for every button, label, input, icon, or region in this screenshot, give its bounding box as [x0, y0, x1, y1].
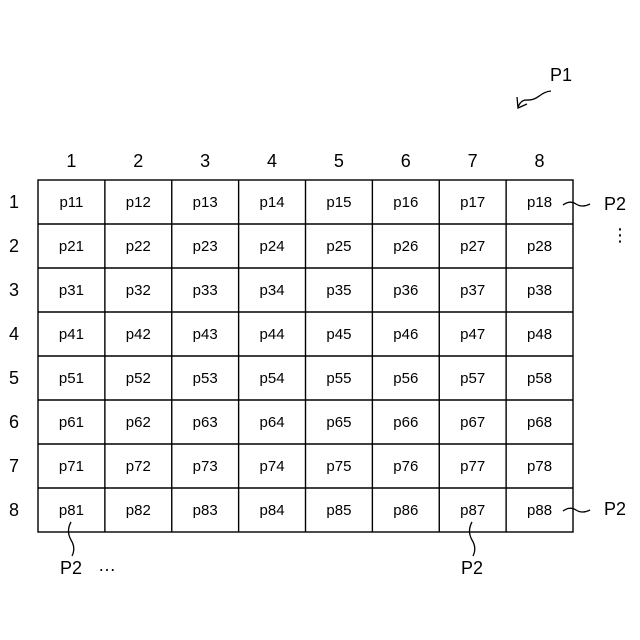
- grid-cell-label: p76: [393, 458, 418, 475]
- grid-cell-label: p24: [260, 238, 285, 255]
- grid-cell-label: p48: [527, 326, 552, 343]
- grid-cell-label: p66: [393, 414, 418, 431]
- grid-cell-label: p85: [326, 502, 351, 519]
- grid-cell-label: p68: [527, 414, 552, 431]
- figure-leader-arrow: [518, 91, 551, 107]
- column-label: 8: [535, 151, 545, 171]
- horizontal-ellipsis: …: [98, 555, 116, 575]
- column-label: 7: [468, 151, 478, 171]
- grid-cell-label: p73: [193, 458, 218, 475]
- grid-cell-label: p45: [326, 326, 351, 343]
- column-label: 5: [334, 151, 344, 171]
- grid-cell-label: p12: [126, 194, 151, 211]
- grid-cell-label: p37: [460, 282, 485, 299]
- grid-cell-label: p11: [59, 194, 83, 211]
- figure-label-p1: P1: [550, 65, 572, 85]
- row-label: 8: [9, 500, 19, 520]
- row-label: 2: [9, 236, 19, 256]
- callout-label-p88: P2: [604, 499, 626, 519]
- callout-label-p18: P2: [604, 194, 626, 214]
- grid-cell-label: p72: [126, 458, 151, 475]
- row-label: 6: [9, 412, 19, 432]
- grid-cell-label: p63: [193, 414, 218, 431]
- grid-cell-label: p47: [460, 326, 485, 343]
- grid-cell-label: p31: [59, 282, 84, 299]
- grid-cell-label: p53: [193, 370, 218, 387]
- callout-label-p81: P2: [60, 558, 82, 578]
- grid-cell-label: p83: [193, 502, 218, 519]
- grid-cell-label: p22: [126, 238, 151, 255]
- vertical-ellipsis: ⋮: [611, 225, 629, 245]
- grid-cell-label: p38: [527, 282, 552, 299]
- grid-cell-label: p17: [460, 194, 485, 211]
- grid-cell-label: p51: [59, 370, 84, 387]
- column-label: 4: [267, 151, 277, 171]
- callout-leader-p81: [69, 522, 74, 556]
- grid-cell-label: p84: [260, 502, 285, 519]
- callout-leader-p87: [470, 522, 475, 556]
- grid-cell-label: p15: [326, 194, 351, 211]
- grid-cell-label: p18: [527, 194, 552, 211]
- grid-cell-label: p25: [326, 238, 351, 255]
- column-label: 3: [200, 151, 210, 171]
- grid-cell-label: p27: [460, 238, 485, 255]
- grid-cell-label: p44: [260, 326, 285, 343]
- grid-cell-label: p26: [393, 238, 418, 255]
- grid-cell-label: p28: [527, 238, 552, 255]
- grid-cell-label: p21: [59, 238, 84, 255]
- grid-cell-label: p57: [460, 370, 485, 387]
- grid-cell-label: p52: [126, 370, 151, 387]
- row-label: 3: [9, 280, 19, 300]
- grid-cell-label: p74: [260, 458, 285, 475]
- row-label: 1: [9, 192, 19, 212]
- row-labels: 1 2 3 4 5 6 7 8: [9, 192, 19, 520]
- grid-cell-label: p61: [59, 414, 84, 431]
- grid-cell-label: p75: [326, 458, 351, 475]
- grid-cell-label: p77: [460, 458, 485, 475]
- grid-cell-label: p81: [59, 502, 84, 519]
- grid-cell-label: p23: [193, 238, 218, 255]
- grid-cell-label: p56: [393, 370, 418, 387]
- grid-cell-label: p42: [126, 326, 151, 343]
- callout-label-p87: P2: [461, 558, 483, 578]
- pixel-grid: [38, 180, 573, 532]
- grid-cell-label: p43: [193, 326, 218, 343]
- grid-cell-label: p41: [59, 326, 84, 343]
- grid-cell-label: p36: [393, 282, 418, 299]
- grid-cell-label: p78: [527, 458, 552, 475]
- callout-leader-p88: [563, 508, 590, 512]
- grid-cell-label: p82: [126, 502, 151, 519]
- row-label: 5: [9, 368, 19, 388]
- grid-cell-label: p35: [326, 282, 351, 299]
- grid-cell-label: p87: [460, 502, 485, 519]
- row-label: 7: [9, 456, 19, 476]
- grid-cell-label: p54: [260, 370, 285, 387]
- grid-cell-label: p14: [260, 194, 285, 211]
- grid-cell-label: p16: [393, 194, 418, 211]
- callout-leader-p18: [563, 202, 590, 206]
- grid-cell-label: p55: [326, 370, 351, 387]
- column-label: 6: [401, 151, 411, 171]
- grid-cell-label: p71: [59, 458, 84, 475]
- grid-cell-label: p46: [393, 326, 418, 343]
- column-labels: 1 2 3 4 5 6 7 8: [66, 151, 544, 171]
- grid-cell-label: p62: [126, 414, 151, 431]
- grid-cell-label: p88: [527, 502, 552, 519]
- grid-cell-label: p32: [126, 282, 151, 299]
- grid-cell-label: p65: [326, 414, 351, 431]
- grid-cell-label: p86: [393, 502, 418, 519]
- column-label: 1: [66, 151, 76, 171]
- grid-cell-label: p34: [260, 282, 285, 299]
- grid-cell-label: p64: [260, 414, 285, 431]
- grid-cell-label: p58: [527, 370, 552, 387]
- figure-leader-arrowhead: [517, 97, 527, 108]
- grid-cell-label: p33: [193, 282, 218, 299]
- grid-cell-label: p13: [193, 194, 218, 211]
- grid-cell-label: p67: [460, 414, 485, 431]
- row-label: 4: [9, 324, 19, 344]
- column-label: 2: [133, 151, 143, 171]
